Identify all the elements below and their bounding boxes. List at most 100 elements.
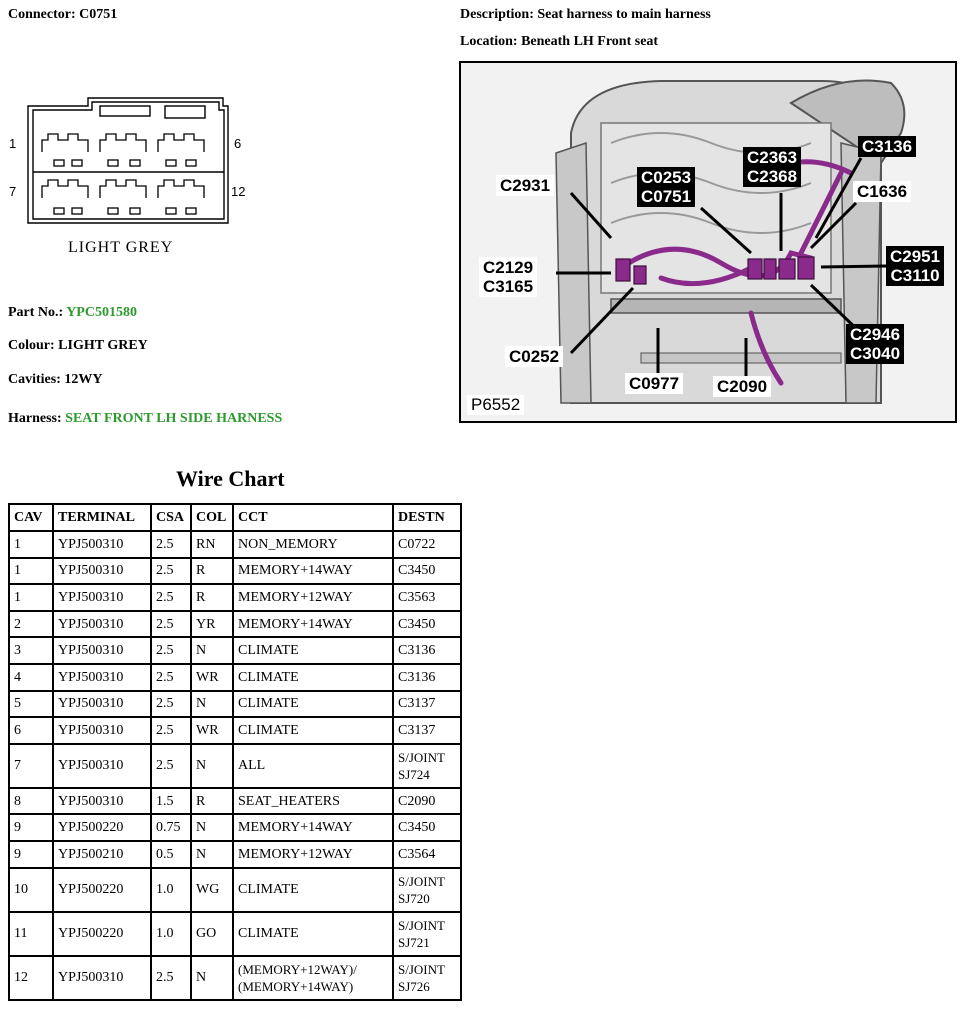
header-col: COL bbox=[192, 505, 232, 530]
cell-cav: 11 bbox=[10, 912, 52, 955]
cell-cav: 5 bbox=[10, 691, 52, 717]
cavities-value: 12WY bbox=[64, 372, 103, 387]
cell-cav: 7 bbox=[10, 744, 52, 787]
cell-destn: S/JOINT SJ726 bbox=[394, 956, 460, 999]
cell-col: N bbox=[192, 691, 232, 717]
cell-cct: MEMORY+12WAY bbox=[234, 841, 392, 867]
header-csa: CSA bbox=[152, 505, 190, 530]
cell-col: YR bbox=[192, 611, 232, 637]
cell-cct: CLIMATE bbox=[234, 912, 392, 955]
callout-c0977: C0977 bbox=[625, 373, 684, 394]
cell-destn: S/JOINT SJ720 bbox=[394, 868, 460, 911]
cavities-label: Cavities: bbox=[8, 372, 61, 387]
cell-cct: MEMORY+14WAY bbox=[234, 611, 392, 637]
colour-label: Colour: bbox=[8, 338, 55, 353]
harness-link[interactable]: SEAT FRONT LH SIDE HARNESS bbox=[65, 411, 283, 426]
cell-csa: 2.5 bbox=[152, 532, 190, 557]
pin-1-label: 1 bbox=[9, 136, 16, 151]
header-cct: CCT bbox=[234, 505, 392, 530]
cell-terminal: YPJ500310 bbox=[54, 558, 150, 584]
cell-cav: 8 bbox=[10, 788, 52, 814]
cell-cav: 9 bbox=[10, 815, 52, 840]
cell-csa: 2.5 bbox=[152, 558, 190, 584]
cell-csa: 0.75 bbox=[152, 815, 190, 840]
colour-value: LIGHT GREY bbox=[58, 338, 148, 353]
cell-cct: MEMORY+14WAY bbox=[234, 558, 392, 584]
cell-cct: NON_MEMORY bbox=[234, 532, 392, 557]
cell-col: N bbox=[192, 815, 232, 840]
table-header-row: CAV TERMINAL CSA COL CCT DESTN bbox=[10, 505, 460, 530]
cell-csa: 2.5 bbox=[152, 611, 190, 637]
cell-terminal: YPJ500310 bbox=[54, 956, 150, 999]
part-no-label: Part No.: bbox=[8, 305, 64, 320]
cell-cav: 1 bbox=[10, 532, 52, 557]
callout-c3136: C3136 bbox=[858, 136, 917, 157]
cell-terminal: YPJ500220 bbox=[54, 815, 150, 840]
connector-label: Connector: bbox=[8, 7, 76, 22]
cell-cct: CLIMATE bbox=[234, 664, 392, 690]
description-heading: Description: Seat harness to main harnes… bbox=[460, 7, 711, 23]
cell-cct: ALL bbox=[234, 744, 392, 787]
cell-terminal: YPJ500310 bbox=[54, 532, 150, 557]
cell-col: N bbox=[192, 956, 232, 999]
cavity-row-bottom bbox=[41, 179, 205, 215]
cell-destn: C3136 bbox=[394, 664, 460, 690]
cell-destn: C3564 bbox=[394, 841, 460, 867]
cell-csa: 1.5 bbox=[152, 788, 190, 814]
cell-col: WR bbox=[192, 718, 232, 743]
cell-destn: S/JOINT SJ724 bbox=[394, 744, 460, 787]
header-cav: CAV bbox=[10, 505, 52, 530]
cell-cav: 3 bbox=[10, 638, 52, 663]
cell-destn: C3450 bbox=[394, 558, 460, 584]
part-no-link[interactable]: YPC501580 bbox=[66, 305, 137, 320]
cell-destn: S/JOINT SJ721 bbox=[394, 912, 460, 955]
photo-reference: P6552 bbox=[467, 395, 525, 415]
pin-6-label: 6 bbox=[234, 136, 241, 151]
cell-terminal: YPJ500310 bbox=[54, 611, 150, 637]
pin-12-label: 12 bbox=[231, 184, 245, 199]
header-terminal: TERMINAL bbox=[54, 505, 150, 530]
harness-label: Harness: bbox=[8, 411, 62, 426]
cell-cct: MEMORY+14WAY bbox=[234, 815, 392, 840]
cell-terminal: YPJ500310 bbox=[54, 691, 150, 717]
cell-csa: 2.5 bbox=[152, 718, 190, 743]
connector-value: C0751 bbox=[79, 7, 118, 22]
cell-csa: 2.5 bbox=[152, 664, 190, 690]
location-label: Location: bbox=[460, 34, 518, 49]
cell-col: GO bbox=[192, 912, 232, 955]
cell-csa: 1.0 bbox=[152, 868, 190, 911]
cell-csa: 2.5 bbox=[152, 638, 190, 663]
cell-destn: C2090 bbox=[394, 788, 460, 814]
cell-cct: CLIMATE bbox=[234, 691, 392, 717]
description-label: Description: bbox=[460, 7, 534, 22]
cavities-line: Cavities: 12WY bbox=[8, 372, 103, 388]
connector-outline bbox=[27, 97, 229, 224]
cell-col: WG bbox=[192, 868, 232, 911]
callout-c0252: C0252 bbox=[505, 346, 564, 367]
cell-csa: 2.5 bbox=[152, 744, 190, 787]
wire-chart-title: Wire Chart bbox=[176, 466, 285, 491]
cell-cct: SEAT_HEATERS bbox=[234, 788, 392, 814]
cell-cct: (MEMORY+12WAY)/ (MEMORY+14WAY) bbox=[234, 956, 392, 999]
location-value: Beneath LH Front seat bbox=[521, 34, 659, 49]
cell-cav: 6 bbox=[10, 718, 52, 743]
cell-csa: 2.5 bbox=[152, 585, 190, 610]
connector-heading: Connector: C0751 bbox=[8, 7, 117, 23]
connector-face-diagram: 1 6 7 12 LIGHT GREY bbox=[9, 97, 245, 256]
cell-cav: 1 bbox=[10, 558, 52, 584]
